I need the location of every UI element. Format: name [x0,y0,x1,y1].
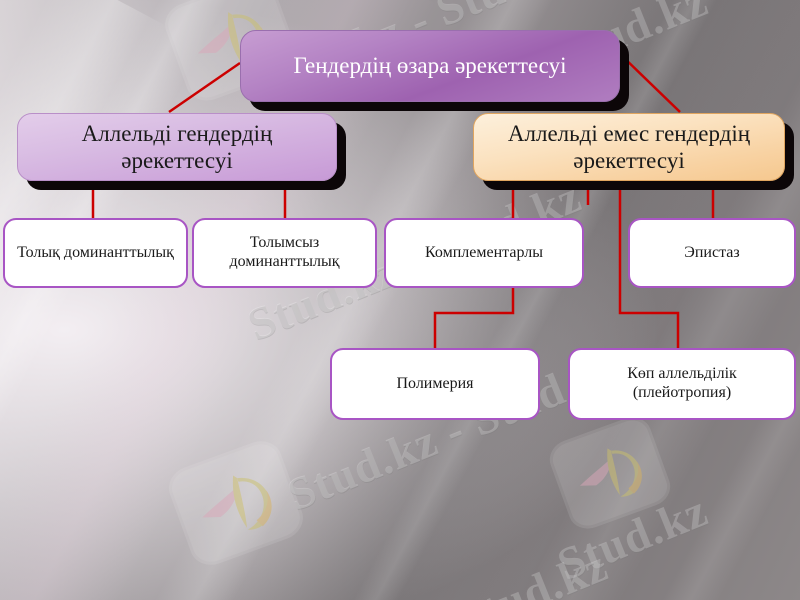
diagram-node-polymeria: Полимерия [330,348,540,420]
node-label: Полимерия [396,374,474,392]
bird-logo-icon [548,415,672,531]
node-label: Толық доминанттылық [17,243,174,261]
diagram-node-multiple-allelism: Көп аллельділік (плейотропия) [568,348,796,420]
node-label: Толымсыз доминанттылық [229,234,340,270]
diagram-node-root: Гендердің өзара әрекеттесуі [240,30,620,102]
node-label: Гендердің өзара әрекеттесуі [293,53,567,79]
node-label: Аллельді гендердің әрекеттесуі [81,120,273,173]
connector-root-to-allelic [168,61,241,114]
node-label: Көп аллельділік (плейотропия) [627,365,737,401]
diagram-node-non-allelic: Аллельді емес гендердің әрекеттесуі [473,113,785,181]
node-label: Комплементарлы [425,243,543,261]
diagram-node-complete-dominance: Толық доминанттылық [3,218,188,288]
bird-logo-icon [166,438,306,568]
diagram-node-allelic: Аллельді гендердің әрекеттесуі [17,113,337,181]
diagram-node-incomplete-dominance: Толымсыз доминанттылық [192,218,377,288]
connector-non-allelic-to-multiple-allelism [618,181,680,348]
node-label: Аллельді емес гендердің әрекеттесуі [507,120,751,173]
node-label: Эпистаз [684,243,740,261]
connector-root-to-non-allelic [618,52,681,113]
connector-complementary-to-polymeria [433,288,515,348]
diagram-node-epistasis: Эпистаз [628,218,796,288]
diagram-node-complementary: Комплементарлы [384,218,584,288]
